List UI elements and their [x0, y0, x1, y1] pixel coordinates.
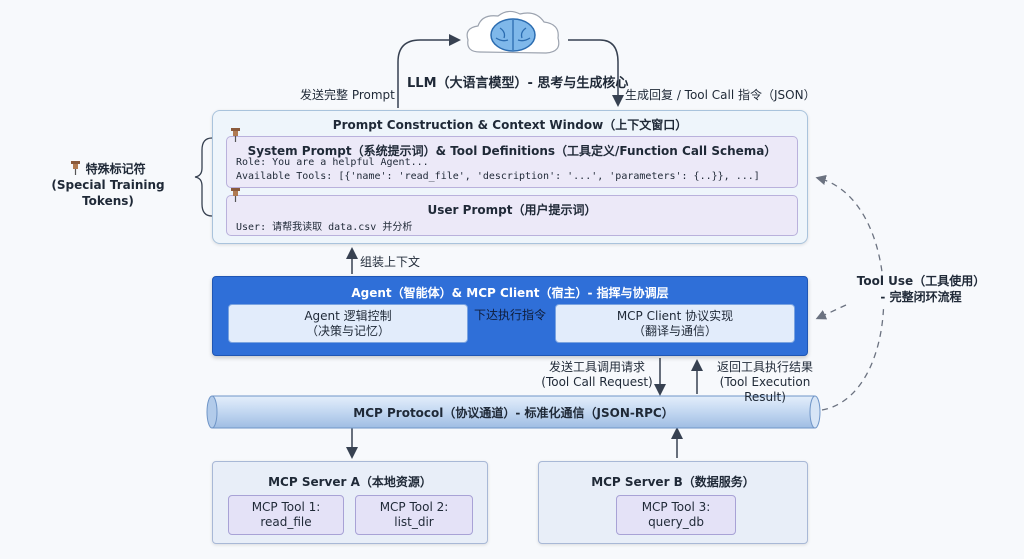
protocol-title: MCP Protocol（协议通道）- 标准化通信（JSON-RPC）: [353, 406, 674, 420]
user-prompt-line1: User: 请帮我读取 data.csv 并分析: [236, 222, 413, 233]
tool-call-request-label: 发送工具调用请求 (Tool Call Request): [540, 360, 654, 390]
mcp-tool-3: MCP Tool 3: query_db: [616, 495, 736, 535]
system-prompt-title: System Prompt（系统提示词）& Tool Definitions（工…: [247, 144, 777, 158]
agent-logic-box: Agent 逻辑控制 （决策与记忆）: [228, 304, 468, 343]
reply-label: 生成回复 / Tool Call 指令（JSON）: [625, 88, 816, 102]
tool-use-branch: [815, 304, 847, 320]
server-b-title: MCP Server B（数据服务）: [591, 475, 755, 489]
mcp-client-line1: MCP Client 协议实现: [616, 309, 734, 323]
mcp-tool-2-line1: MCP Tool 2:: [379, 500, 449, 514]
mcp-tool-3-line1: MCP Tool 3:: [641, 500, 711, 514]
special-tokens-line1: 特殊标记符: [85, 162, 146, 176]
brain-icon: [460, 6, 566, 66]
mcp-tool-1-line1: MCP Tool 1:: [251, 500, 321, 514]
user-prompt-title: User Prompt（用户提示词）: [427, 203, 597, 217]
mcp-tool-1-line2: read_file: [260, 515, 312, 529]
pin-icon: [230, 127, 241, 142]
pin-icon: [230, 187, 241, 202]
mcp-client-line2: （翻译与通信）: [632, 324, 717, 338]
user-prompt-box: User Prompt（用户提示词） User: 请帮我读取 data.csv …: [226, 195, 798, 236]
system-prompt-box: System Prompt（系统提示词）& Tool Definitions（工…: [226, 136, 798, 188]
send-prompt-label: 发送完整 Prompt: [300, 88, 395, 102]
mcp-tool-2: MCP Tool 2: list_dir: [355, 495, 473, 535]
tool-result-label: 返回工具执行结果 (Tool Execution Result): [702, 360, 828, 405]
tool-call-request-line1: 发送工具调用请求: [548, 360, 645, 374]
assemble-label: 组装上下文: [360, 255, 421, 269]
mcp-tool-1: MCP Tool 1: read_file: [228, 495, 344, 535]
tool-use-line2: - 完整闭环流程: [880, 290, 962, 304]
dispatch-label: 下达执行指令: [474, 308, 547, 322]
pin-icon: [70, 161, 81, 175]
tool-use-label: Tool Use（工具使用） - 完整闭环流程: [846, 273, 996, 305]
tool-call-request-line2: (Tool Call Request): [541, 375, 653, 389]
agent-logic-line1: Agent 逻辑控制: [304, 309, 392, 323]
special-tokens-label: 特殊标记符 (Special Training Tokens): [28, 161, 188, 209]
mcp-tool-3-line2: query_db: [648, 515, 704, 529]
agent-title: Agent（智能体）& MCP Client（宿主）- 指挥与协调层: [351, 286, 669, 300]
special-tokens-bracket: [194, 137, 213, 217]
tool-result-line1: 返回工具执行结果: [716, 360, 813, 374]
system-prompt-line1: Role: You are a helpful Agent...: [236, 157, 429, 168]
agent-logic-line2: （决策与记忆）: [305, 324, 390, 338]
system-prompt-line2: Available Tools: [{'name': 'read_file', …: [236, 171, 760, 182]
tool-result-line2: (Tool Execution Result): [719, 375, 811, 404]
send-prompt-arrow: [397, 34, 461, 108]
context-window-title: Prompt Construction & Context Window（上下文…: [332, 118, 688, 132]
protocol-pipe: [206, 395, 821, 429]
tool-use-line1: Tool Use（工具使用）: [856, 274, 986, 288]
server-a-title: MCP Server A（本地资源）: [268, 475, 432, 489]
mcp-tool-2-line2: list_dir: [394, 515, 434, 529]
reply-arrow: [568, 39, 624, 107]
special-tokens-line2: (Special Training Tokens): [51, 178, 165, 208]
mcp-client-box: MCP Client 协议实现 （翻译与通信）: [555, 304, 795, 343]
llm-title: LLM（大语言模型）- 思考与生成核心: [407, 76, 629, 91]
